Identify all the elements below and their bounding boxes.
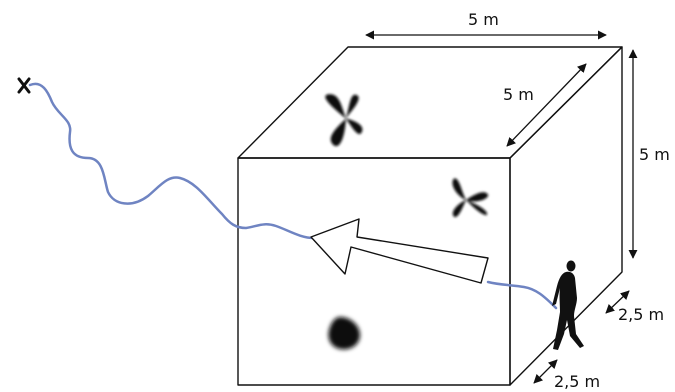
label-height: 5 m [639, 145, 670, 164]
dimension-right-offset [605, 290, 630, 314]
walking-person-icon [552, 260, 584, 350]
butterfly-icon [452, 178, 488, 218]
butterfly-icon [325, 94, 363, 147]
label-top-depth: 5 m [503, 85, 534, 104]
trajectory-path [28, 82, 316, 240]
start-cross-icon [17, 77, 31, 94]
trajectory-path-exit [486, 280, 558, 310]
butterfly-icon [328, 317, 360, 350]
label-right-offset: 2,5 m [618, 305, 664, 324]
dimension-arrows [365, 30, 638, 384]
label-bottom-offset: 2,5 m [554, 372, 600, 391]
dimension-bottom-offset [533, 359, 558, 384]
cube-top-face [237, 46, 623, 159]
cube [237, 46, 623, 386]
direction-arrow [310, 218, 489, 284]
label-top-width: 5 m [468, 10, 499, 29]
dimension-top-depth [506, 63, 587, 147]
